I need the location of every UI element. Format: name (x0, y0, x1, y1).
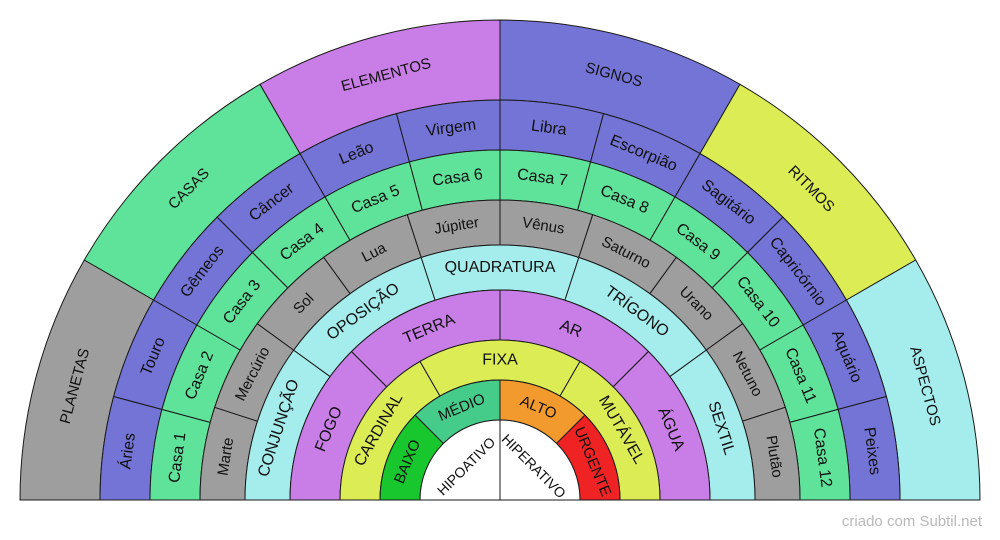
segment-atividade-2 (499, 419, 581, 501)
segment-atividade-1 (419, 419, 501, 501)
label-signos-6: Virgem (425, 116, 477, 139)
label-ritmos-2: FIXA (482, 352, 518, 369)
credit-text: criado com Subtil.net (841, 513, 982, 530)
label-aspectos-3: QUADRATURA (445, 259, 556, 276)
label-signos-12: Peixes (860, 426, 883, 476)
label-planetas-5: Júpiter (433, 214, 480, 238)
label-planetas-6: Vênus (521, 214, 566, 237)
label-casas-1: Casa 1 (166, 431, 189, 484)
label-planetas-10: Plutão (762, 434, 785, 479)
label-planetas-1: Marte (215, 436, 238, 477)
label-signos-1: Áries (115, 432, 139, 471)
label-casas-6: Casa 6 (431, 166, 484, 189)
label-casas-7: Casa 7 (516, 166, 569, 189)
label-signos-7: Libra (530, 117, 568, 139)
